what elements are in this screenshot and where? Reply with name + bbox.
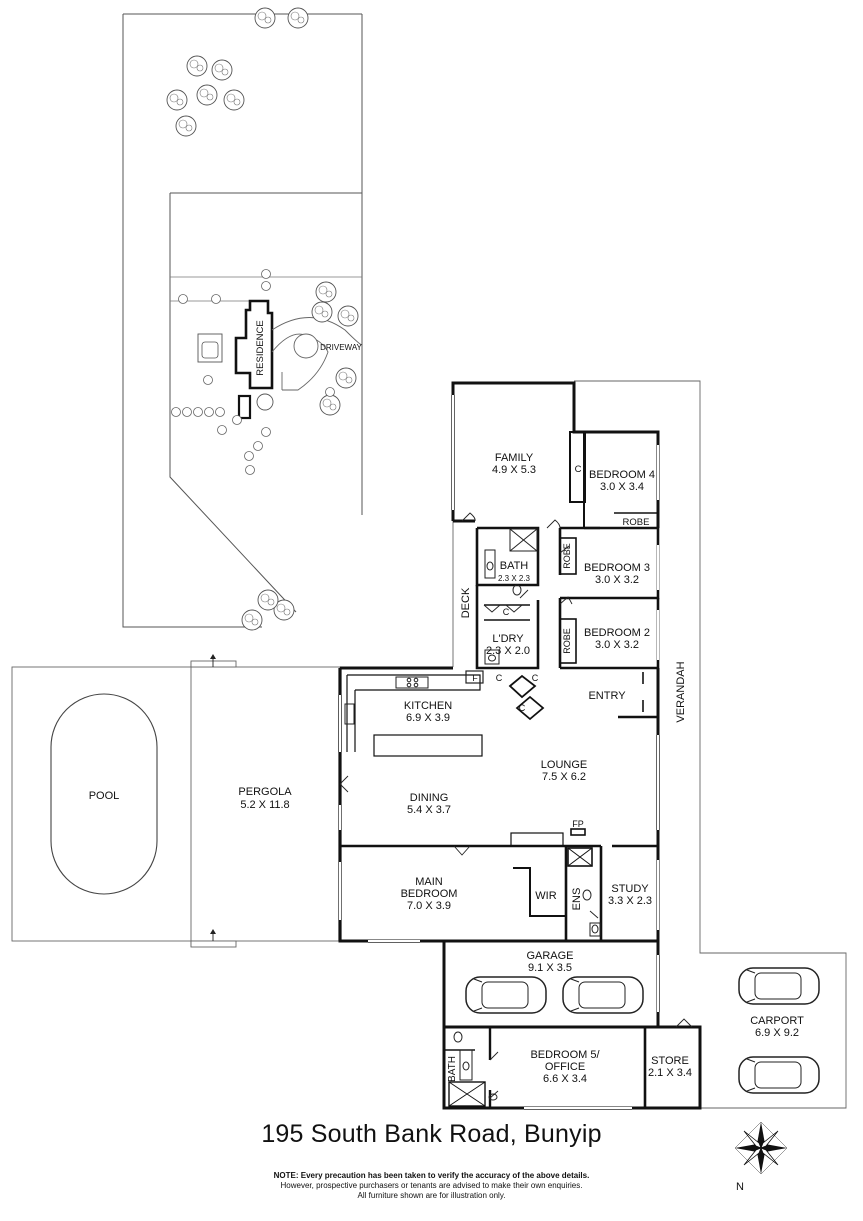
fridge-label: F xyxy=(472,673,478,683)
compass-icon xyxy=(734,1121,788,1175)
kitchen-label: KITCHEN xyxy=(404,700,452,712)
carport-car-2 xyxy=(738,1056,820,1094)
garage-car-1 xyxy=(465,976,547,1014)
bath-size: 2.3 X 2.3 xyxy=(498,574,531,583)
bedroom4-size: 3.0 X 3.4 xyxy=(600,481,644,493)
main-bedroom-label1: MAIN xyxy=(415,876,443,888)
laundry-label: L'DRY xyxy=(492,633,524,645)
carport-label: CARPORT xyxy=(750,1015,804,1027)
robe4-label: ROBE xyxy=(623,517,650,528)
laundry-size: 2.3 X 2.0 xyxy=(486,645,530,657)
kitchen-size: 6.9 X 3.9 xyxy=(406,712,450,724)
family-label: FAMILY xyxy=(495,452,534,464)
pool-area: POOL PERGOLA 5.2 X 11.8 xyxy=(11,654,341,948)
disclaimer-note: NOTE: Every precaution has been taken to… xyxy=(0,1171,863,1201)
site-plan: RESIDENCE DRIVEWAY xyxy=(122,7,363,631)
family-size: 4.9 X 5.3 xyxy=(492,464,536,476)
fixtures xyxy=(344,528,601,1101)
verandah-label: VERANDAH xyxy=(675,661,687,722)
bath-label: BATH xyxy=(500,560,529,572)
study-label: STUDY xyxy=(611,883,649,895)
bedroom3-label: BEDROOM 3 xyxy=(584,562,650,574)
wir-label: WIR xyxy=(535,890,556,902)
verandah-outline xyxy=(452,380,847,1109)
kitchen-c1: C xyxy=(496,673,503,683)
bedroom5-label1: BEDROOM 5/ xyxy=(530,1049,600,1061)
ens-label: ENS xyxy=(571,888,583,911)
bath2-label: BATH xyxy=(447,1056,458,1082)
compass-north-label: N xyxy=(736,1181,744,1193)
pool-label: POOL xyxy=(89,790,120,802)
residence-outline xyxy=(234,299,274,390)
kitchen-c2: C xyxy=(532,673,539,683)
carport-size: 6.9 X 9.2 xyxy=(755,1027,799,1039)
garage-size: 9.1 X 3.5 xyxy=(528,962,572,974)
pergola-label: PERGOLA xyxy=(238,786,292,798)
deck-label: DECK xyxy=(460,587,472,618)
store-size: 2.1 X 3.4 xyxy=(648,1067,692,1079)
bedroom3-size: 3.0 X 3.2 xyxy=(595,574,639,586)
lounge-size: 7.5 X 6.2 xyxy=(542,771,586,783)
family-cupboard-label: C xyxy=(575,464,582,475)
entry-label: ENTRY xyxy=(588,690,626,702)
address-title: 195 South Bank Road, Bunyip xyxy=(261,1120,602,1148)
store-label: STORE xyxy=(651,1055,689,1067)
study-size: 3.3 X 2.3 xyxy=(608,895,652,907)
bedroom2-size: 3.0 X 3.2 xyxy=(595,639,639,651)
residence-label: RESIDENCE xyxy=(255,320,266,375)
kitchen-c3: C xyxy=(519,703,526,713)
doors xyxy=(339,512,693,1099)
windows xyxy=(339,395,659,1109)
garage-label: GARAGE xyxy=(526,950,573,962)
lounge-label: LOUNGE xyxy=(541,759,587,771)
fireplace-label: FP xyxy=(572,819,584,829)
dining-label: DINING xyxy=(410,792,449,804)
robe2-label: ROBE xyxy=(562,628,572,654)
bedroom5-label2: OFFICE xyxy=(545,1061,585,1073)
bedroom2-label: BEDROOM 2 xyxy=(584,627,650,639)
note-line3: All furniture shown are for illustration… xyxy=(357,1191,506,1200)
carport-car-1 xyxy=(738,967,820,1005)
robe3-label: ROBE xyxy=(562,543,572,569)
room-labels: FAMILY 4.9 X 5.3 C BEDROOM 4 3.0 X 3.4 R… xyxy=(401,452,804,1085)
pool-shape xyxy=(50,693,158,895)
pergola-size: 5.2 X 11.8 xyxy=(240,799,289,811)
main-bedroom-label2: BEDROOM xyxy=(401,888,458,900)
bedroom5-size: 6.6 X 3.4 xyxy=(543,1073,587,1085)
driveway-label: DRIVEWAY xyxy=(320,343,362,352)
garage-car-2 xyxy=(562,976,644,1014)
note-line2: However, prospective purchasers or tenan… xyxy=(280,1181,583,1190)
bedroom4-label: BEDROOM 4 xyxy=(589,469,655,481)
main-bedroom-size: 7.0 X 3.9 xyxy=(407,900,451,912)
note-line1: NOTE: Every precaution has been taken to… xyxy=(273,1171,590,1180)
laundry-c1: C xyxy=(503,607,510,617)
dining-size: 5.4 X 3.7 xyxy=(407,804,451,816)
